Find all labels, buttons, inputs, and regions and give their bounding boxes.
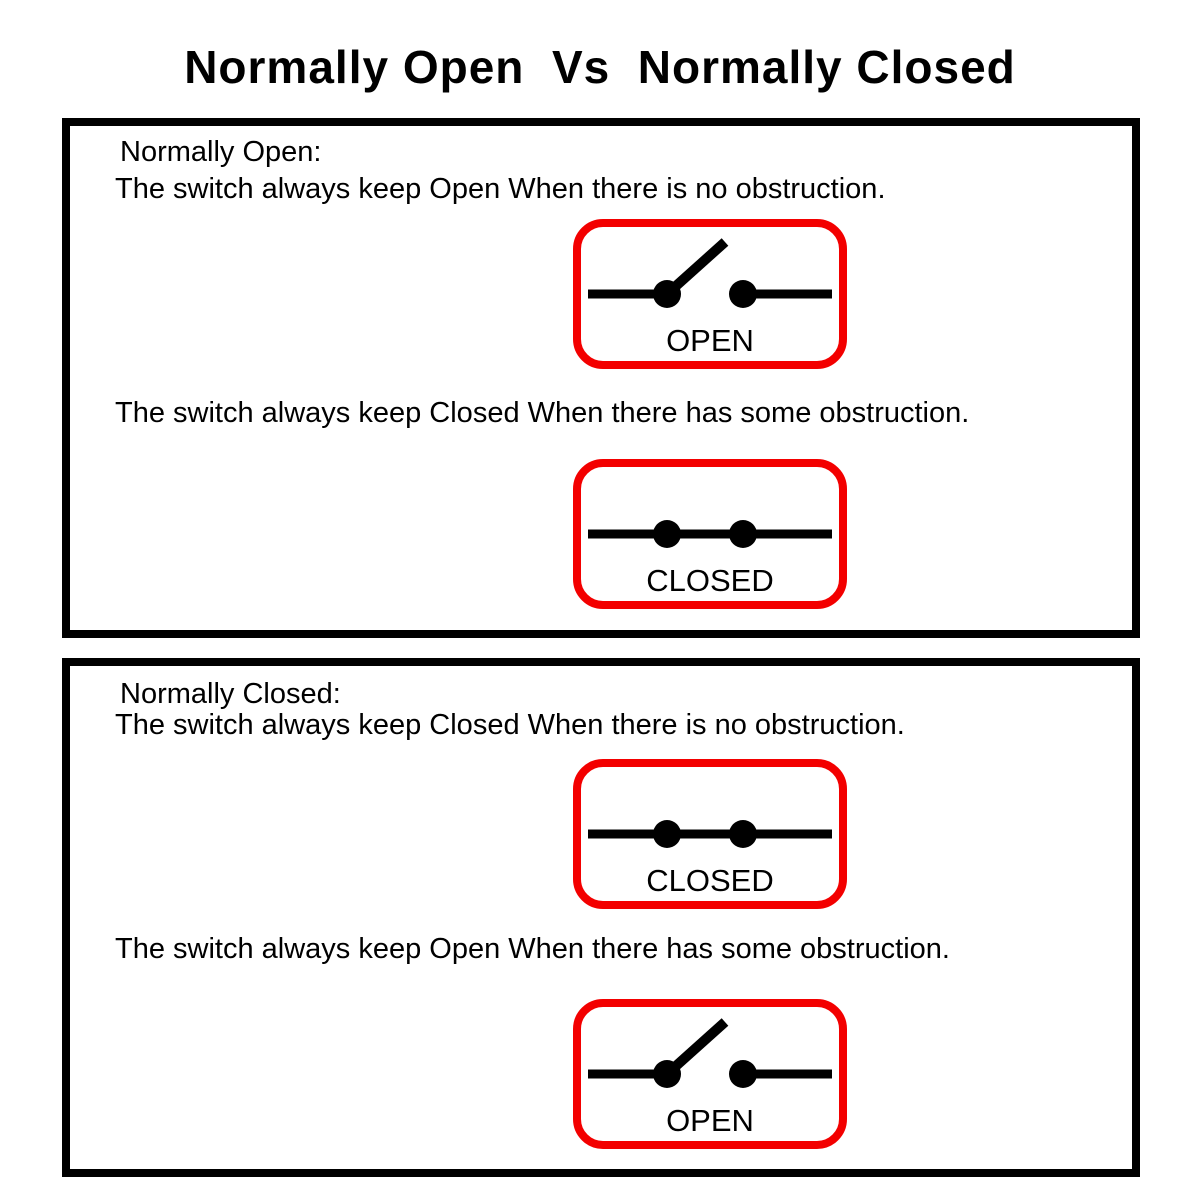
- open-switch-icon: [588, 238, 832, 308]
- panel-heading-normally-closed: Normally Closed:: [120, 678, 341, 710]
- description-no-obstruction: The switch always keep Closed When there…: [115, 709, 905, 741]
- closed-switch-icon: [588, 520, 832, 548]
- open-switch-figure: OPEN: [573, 219, 847, 369]
- description-obstruction: The switch always keep Closed When there…: [115, 397, 970, 429]
- open-switch-icon: [588, 1018, 832, 1088]
- closed-switch-figure: CLOSED: [573, 459, 847, 609]
- switch-state-label: CLOSED: [646, 863, 774, 898]
- switch-state-label: OPEN: [666, 1103, 754, 1138]
- description-obstruction: The switch always keep Open When there h…: [115, 933, 950, 965]
- switch-state-label: CLOSED: [646, 563, 774, 598]
- normally-closed-panel: Normally Closed: The switch always keep …: [62, 658, 1140, 1177]
- open-switch-figure: OPEN: [573, 999, 847, 1149]
- normally-open-panel: Normally Open: The switch always keep Op…: [62, 118, 1140, 638]
- switch-state-label: OPEN: [666, 323, 754, 358]
- closed-switch-figure: CLOSED: [573, 759, 847, 909]
- closed-switch-icon: [588, 820, 832, 848]
- page-title: Normally Open Vs Normally Closed: [184, 41, 1016, 93]
- panel-heading-normally-open: Normally Open:: [120, 136, 322, 168]
- description-no-obstruction: The switch always keep Open When there i…: [115, 173, 886, 205]
